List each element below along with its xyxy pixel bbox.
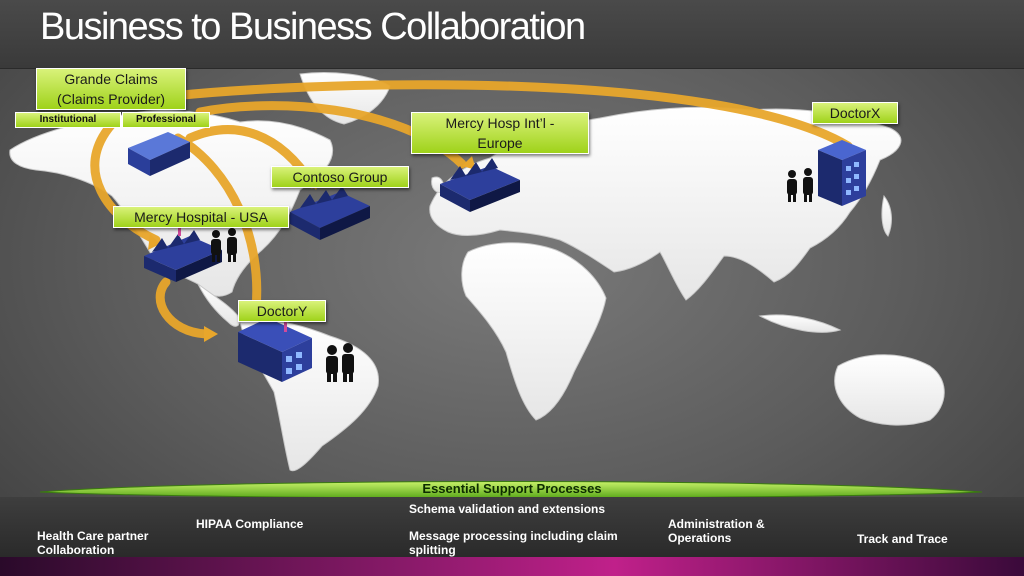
- callout-contoso-group: Contoso Group: [271, 166, 409, 188]
- people-icon-mercyusa: [211, 228, 237, 262]
- australia-shape: [834, 354, 945, 426]
- support-processes-label: Essential Support Processes: [422, 481, 602, 496]
- footer-bar: [0, 497, 1024, 557]
- europe-asia-shape: [429, 106, 902, 301]
- doctorx-building-icon: [818, 140, 866, 206]
- footer-message: Message processing including claim split…: [409, 529, 618, 557]
- indonesia-shape: [758, 314, 842, 333]
- africa-shape: [461, 242, 607, 421]
- footer-track: Track and Trace: [857, 532, 948, 546]
- callout-grande-claims: Grande Claims (Claims Provider): [36, 68, 186, 110]
- people-icon-doctory: [326, 343, 354, 382]
- arrow-grande-to-mercyusa: [90, 119, 161, 245]
- mercy-europe-factory-icon: [440, 158, 520, 212]
- arrow-doctorx-to-grande: [167, 80, 853, 151]
- callout-doctory: DoctorY: [238, 300, 326, 322]
- callout-mercy-europe: Mercy Hosp Int’l - Europe: [411, 112, 589, 154]
- tag-institutional: Institutional: [15, 112, 121, 128]
- footer-admin: Administration & Operations: [668, 517, 765, 545]
- footer-health-care: Health Care partner Collaboration: [37, 529, 149, 557]
- arrow-head-doctory: [204, 326, 218, 342]
- tag-professional: Professional: [122, 112, 210, 128]
- title-bar: Business to Business Collaboration: [0, 0, 1024, 69]
- people-icon-doctorx: [787, 168, 813, 202]
- contoso-factory-icon: [290, 186, 370, 240]
- callout-doctorx: DoctorX: [812, 102, 898, 124]
- bottom-accent-strip: [0, 557, 1024, 576]
- arrow-head-mercyusa: [148, 234, 160, 250]
- grande-claims-building-icon: [128, 132, 190, 176]
- callout-mercy-hospital-usa: Mercy Hospital - USA: [113, 206, 289, 228]
- slide-title: Business to Business Collaboration: [40, 6, 586, 48]
- central-america-shape: [197, 283, 240, 327]
- doctory-building-icon: [238, 318, 312, 382]
- arrow-head-europe: [462, 156, 476, 170]
- japan-shape: [881, 194, 892, 237]
- footer-schema: Schema validation and extensions: [409, 502, 606, 516]
- mercy-usa-factory-icon: [144, 224, 222, 282]
- footer-hipaa: HIPAA Compliance: [196, 517, 304, 531]
- arrow-mercyusa-to-doctory: [155, 277, 211, 339]
